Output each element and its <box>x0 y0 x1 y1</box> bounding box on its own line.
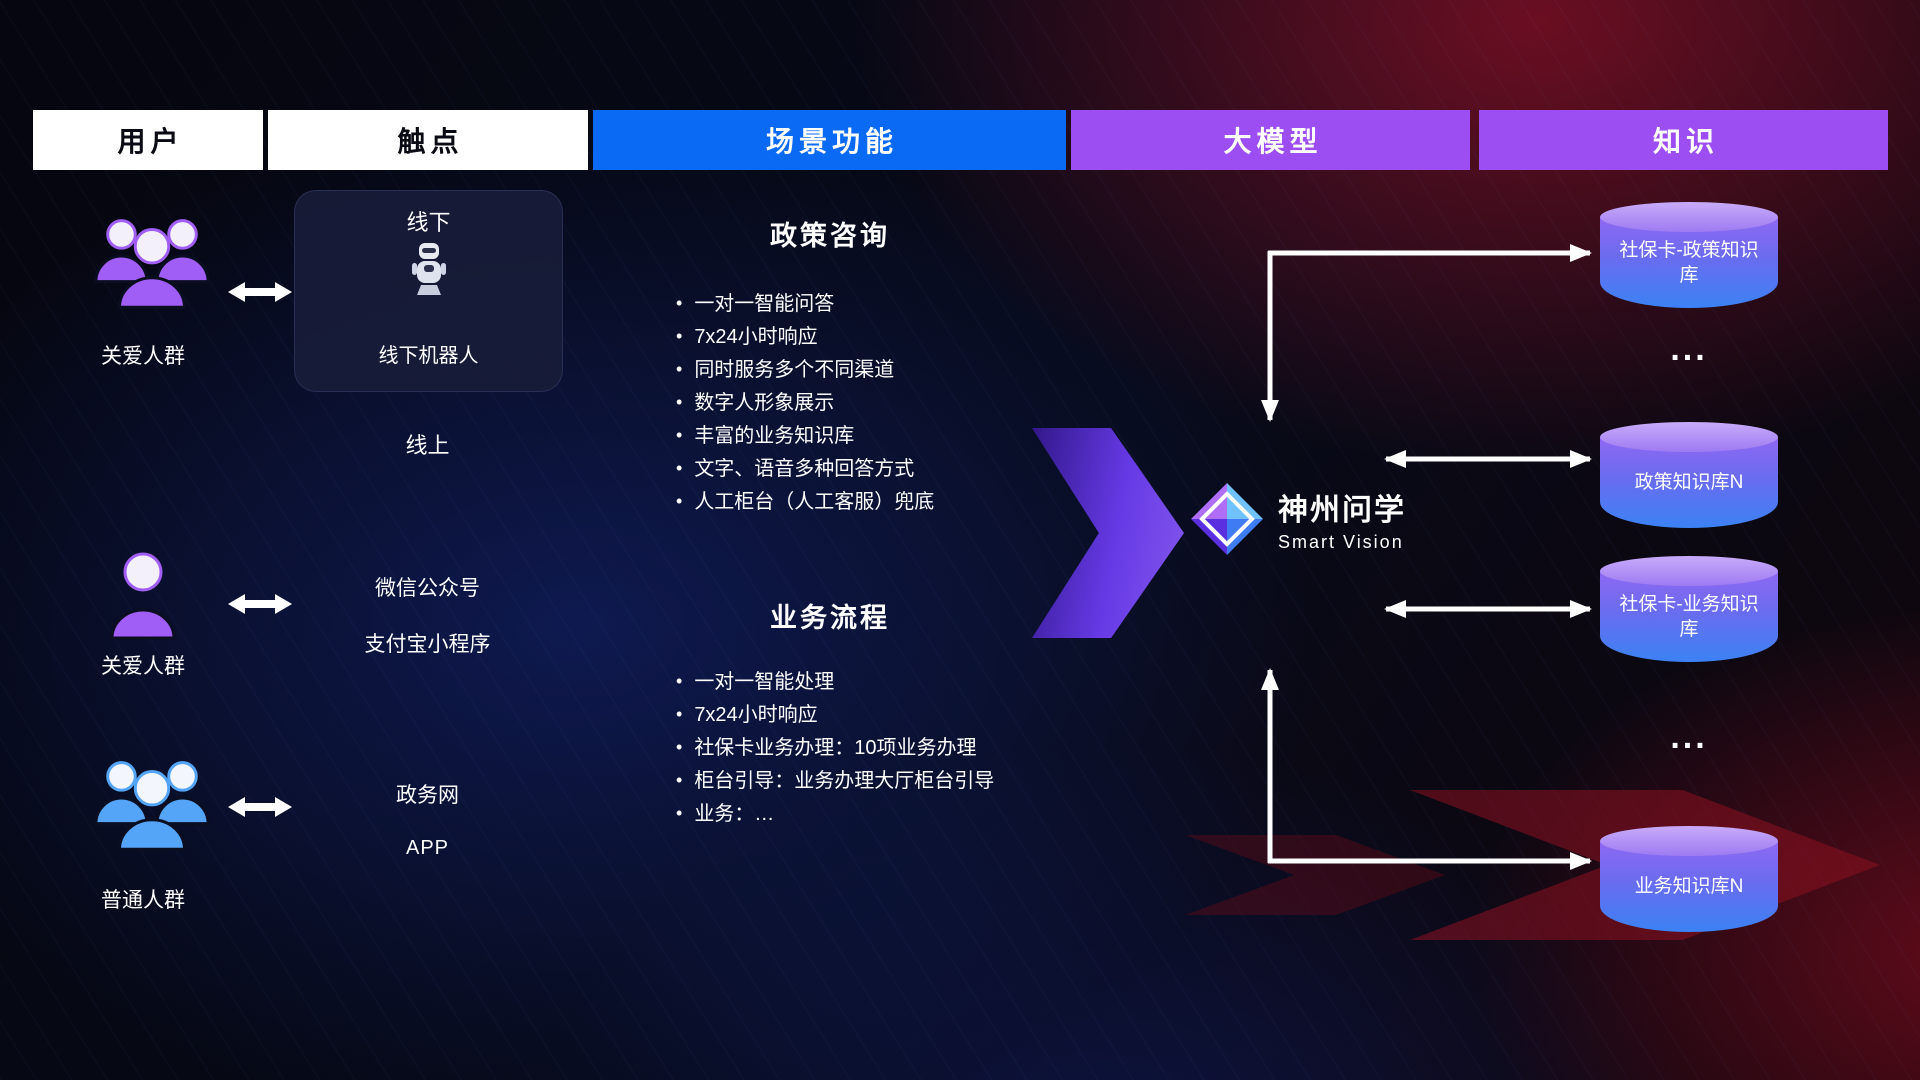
offline-label: 线下 <box>406 210 451 235</box>
knowledge-db-cylinder: 社保卡-政策知识库 <box>1600 202 1778 308</box>
scenario-section-title: 业务流程 <box>770 603 890 633</box>
scenario-bullet-list: 一对一智能问答 7x24小时响应 同时服务多个不同渠道 数字人形象展示 丰富的业… <box>676 288 934 519</box>
column-header-scenarios-label: 场景功能 <box>765 126 898 157</box>
column-header-touchpoints: 触点 <box>268 110 588 170</box>
list-item: 同时服务多个不同渠道 <box>676 354 934 387</box>
online-label: 线上 <box>405 433 450 458</box>
ellipsis: ... <box>1670 330 1708 368</box>
list-item: 数字人形象展示 <box>676 387 934 420</box>
column-header-users-label: 用户 <box>117 126 184 157</box>
scenario-bullet-list: 一对一智能处理 7x24小时响应 社保卡业务办理：10项业务办理 柜台引导：业务… <box>676 666 994 831</box>
scenario-section-title: 政策咨询 <box>770 221 890 251</box>
list-item: 丰富的业务知识库 <box>676 420 934 453</box>
column-header-scenarios: 场景功能 <box>593 110 1066 170</box>
user-group-label: 普通人群 <box>101 889 185 912</box>
knowledge-db-cylinder: 业务知识库N <box>1600 826 1778 932</box>
diamond-logo-icon <box>1191 483 1263 555</box>
cylinder-body <box>1600 571 1778 662</box>
list-item: 文字、语音多种回答方式 <box>676 453 934 486</box>
knowledge-db-label: 业务知识库N <box>1634 876 1744 897</box>
user-group-label: 关爱人群 <box>101 655 185 678</box>
bidirectional-arrow-icon <box>228 797 292 817</box>
list-item: 人工柜台（人工客服）兜底 <box>676 486 934 519</box>
list-item: 柜台引导：业务办理大厅柜台引导 <box>676 765 994 798</box>
bidirectional-arrow-icon <box>228 282 292 302</box>
touchpoint-alipay: 支付宝小程序 <box>364 633 491 656</box>
model-logo-text: 神州问学 Smart Vision <box>1278 485 1406 553</box>
touchpoint-app: APP <box>405 837 450 859</box>
column-header-users: 用户 <box>33 110 263 170</box>
list-item: 业务：… <box>676 798 994 831</box>
ellipsis: ... <box>1670 718 1708 756</box>
cylinder-top <box>1600 826 1778 856</box>
column-header-knowledge: 知识 <box>1479 110 1888 170</box>
list-item: 7x24小时响应 <box>676 321 934 354</box>
knowledge-db-cylinder: 政策知识库N <box>1600 422 1778 528</box>
cylinder-body <box>1600 841 1778 932</box>
list-item: 一对一智能问答 <box>676 288 934 321</box>
offline-touchpoint-card: 线下 线下机器人 <box>294 190 563 392</box>
list-item: 一对一智能处理 <box>676 666 994 699</box>
knowledge-db-label: 社保卡-政策知识库 <box>1619 240 1759 287</box>
person-icon <box>110 552 176 640</box>
column-header-knowledge-label: 知识 <box>1652 126 1719 157</box>
cylinder-top <box>1600 202 1778 232</box>
cylinder-top <box>1600 556 1778 586</box>
column-header-model: 大模型 <box>1071 110 1470 170</box>
user-group-label: 关爱人群 <box>101 345 185 368</box>
people-group-icon <box>94 761 210 851</box>
model-logo: 神州问学 Smart Vision <box>1190 482 1406 556</box>
cylinder-body <box>1600 437 1778 528</box>
model-name: 神州问学 <box>1278 494 1406 527</box>
robot-icon <box>295 241 562 299</box>
people-group-icon <box>94 219 210 309</box>
knowledge-db-cylinder: 社保卡-业务知识库 <box>1600 556 1778 662</box>
cylinder-body <box>1600 217 1778 308</box>
touchpoint-wechat: 微信公众号 <box>375 577 480 600</box>
column-header-touchpoints-label: 触点 <box>397 126 464 157</box>
knowledge-db-label: 政策知识库N <box>1634 472 1744 493</box>
bidirectional-arrow-icon <box>228 594 292 614</box>
touchpoint-gov-web: 政务网 <box>396 784 459 807</box>
knowledge-db-label: 社保卡-业务知识库 <box>1619 594 1759 641</box>
list-item: 7x24小时响应 <box>676 699 994 732</box>
list-item: 社保卡业务办理：10项业务办理 <box>676 732 994 765</box>
cylinder-top <box>1600 422 1778 452</box>
column-header-model-label: 大模型 <box>1223 126 1323 157</box>
model-subtitle: Smart Vision <box>1278 532 1404 552</box>
offline-robot-label: 线下机器人 <box>378 345 479 367</box>
